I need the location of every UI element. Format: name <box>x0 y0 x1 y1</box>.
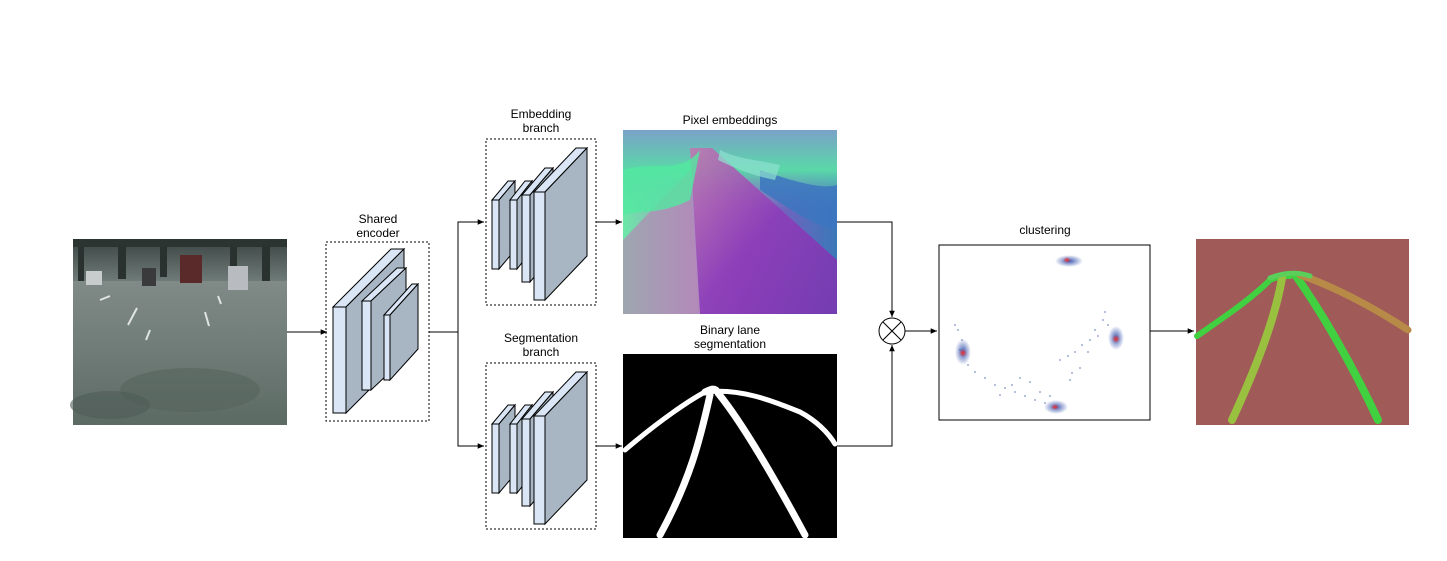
segmentation-branch-layers <box>490 370 589 526</box>
shared-encoder-label: Shared encoder <box>338 212 418 240</box>
binary-segmentation-label-line1: Binary lane <box>699 323 761 337</box>
encoder-split-arrows <box>429 219 484 449</box>
segmentation-branch-label-line2: branch <box>522 345 560 359</box>
circled-times-icon <box>878 317 906 345</box>
embedding-branch-layers <box>490 146 589 302</box>
segmentation-branch-label: Segmentation branch <box>486 331 596 359</box>
embedding-branch-label-line2: branch <box>522 121 560 135</box>
clustering-plot <box>938 244 1151 421</box>
segmentation-branch-label-line1: Segmentation <box>503 331 579 345</box>
pixel-embeddings-image <box>623 130 837 314</box>
binary-segmentation-label: Binary lane segmentation <box>660 323 800 351</box>
shared-encoder-label-line1: Shared <box>358 212 398 226</box>
shared-encoder-label-line2: encoder <box>356 226 400 240</box>
input-road-image <box>70 239 287 425</box>
cluster-top <box>1055 255 1083 267</box>
clustering-label: clustering <box>1019 223 1071 237</box>
cluster-bottom <box>1044 400 1068 414</box>
cluster-left <box>955 339 971 365</box>
cluster-right <box>1108 326 1124 350</box>
pixel-embeddings-label: Pixel embeddings <box>682 113 778 127</box>
merge-arrows <box>837 221 895 447</box>
embedding-branch-label: Embedding branch <box>496 107 586 135</box>
binary-segmentation-image <box>622 354 838 539</box>
embedding-branch-label-line1: Embedding <box>510 107 572 121</box>
shared-encoder-layers <box>331 247 420 415</box>
binary-segmentation-label-line2: segmentation <box>693 337 767 351</box>
instance-segmentation-output <box>1194 239 1412 425</box>
